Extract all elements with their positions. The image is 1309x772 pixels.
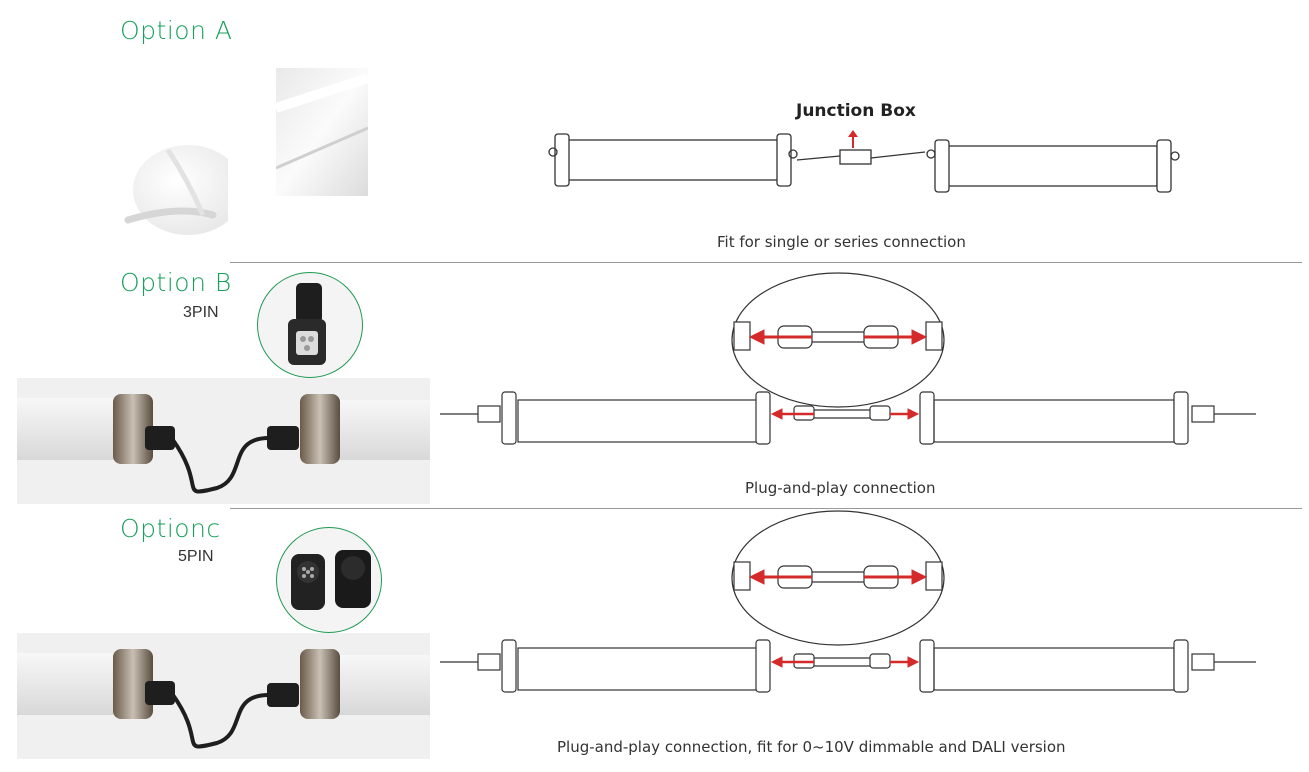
option-c-zoom-detail [728,508,948,648]
option-b-zoom-detail [728,270,948,410]
option-b-diagram [438,388,1258,448]
divider-a [230,262,1302,263]
option-a-title: Option A [120,16,233,45]
option-c-pin-label: 5PIN [178,548,214,565]
junction-box-label: Junction Box [796,101,916,121]
option-a-photo-tube [276,68,368,196]
option-a-caption: Fit for single or series connection [717,233,966,251]
junction-box-diagram [545,126,1185,196]
option-b-pin-label: 3PIN [183,304,219,321]
option-c-diagram [438,636,1258,696]
option-a-photo-cable [118,120,228,240]
option-b-title: Option B [120,268,232,297]
option-b-installation-photo [17,378,430,504]
option-b-connector-photo [257,272,363,378]
option-c-connector-photo [276,527,382,633]
option-c-title: Optionc [120,514,221,543]
option-c-caption: Plug-and-play connection, fit for 0~10V … [557,738,1066,756]
option-c-installation-photo [17,633,430,759]
option-b-caption: Plug-and-play connection [745,479,936,497]
divider-b [230,508,1302,509]
